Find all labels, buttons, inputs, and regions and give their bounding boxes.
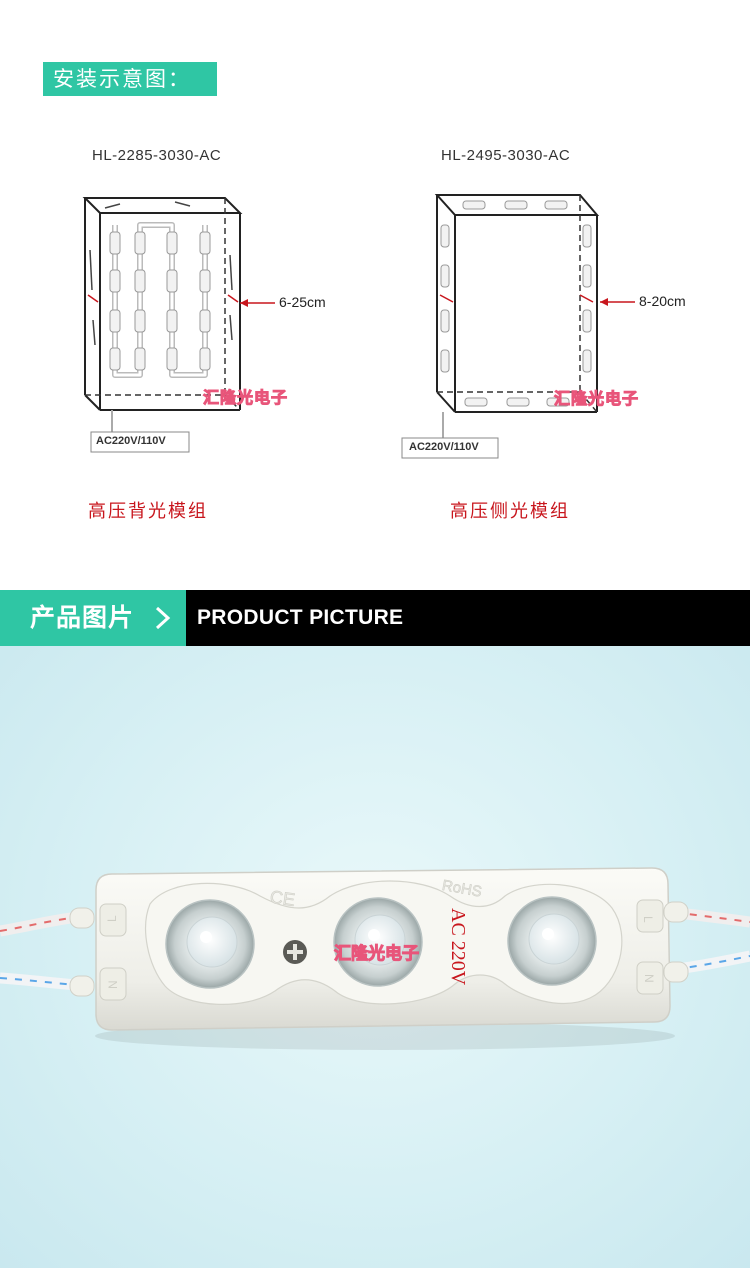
watermark-sidelight: 汇隆光电子 [553, 389, 640, 409]
product-picture-banner: 产品图片 PRODUCT PICTURE [0, 590, 750, 646]
model-label-backlight: HL-2285-3030-AC [92, 147, 222, 164]
sidelight-box-diagram [401, 194, 635, 459]
installation-title: 安装示意图： [43, 62, 217, 96]
tab-mark-right-bottom: N [642, 974, 656, 983]
power-label-sidelight: AC220V/110V [409, 441, 479, 453]
led-lens-2 [333, 897, 423, 987]
led-module-illustration: CE RoHS AC 220V 汇隆光电子 L N L N [0, 867, 750, 1050]
voltage-mark: AC 220V [447, 908, 469, 986]
power-label-backlight: AC220V/110V [96, 435, 166, 447]
backlight-box-diagram [82, 197, 275, 453]
model-label-sidelight: HL-2495-3030-AC [441, 147, 571, 164]
product-watermark: 汇隆光电子 [334, 943, 419, 964]
tab-mark-left-top: L [105, 915, 119, 922]
depth-label-backlight: 6-25cm [279, 294, 326, 310]
depth-label-sidelight: 8-20cm [639, 293, 686, 309]
caption-sidelight-module: 高压侧光模组 [450, 501, 570, 522]
tab-mark-right-top: L [641, 916, 655, 923]
banner-title-en: PRODUCT PICTURE [197, 606, 404, 629]
led-lens-3 [507, 896, 597, 986]
tab-mark-left-bottom: N [106, 980, 120, 989]
watermark-backlight: 汇隆光电子 [202, 388, 289, 408]
ce-mark: CE [269, 887, 297, 910]
chevron-right-icon [155, 606, 171, 630]
led-lens-1 [165, 899, 255, 989]
banner-title-cn: 产品图片 [0, 590, 186, 646]
screw-hole-icon [283, 940, 307, 964]
product-photo: CE RoHS AC 220V 汇隆光电子 L N L N [0, 646, 750, 1268]
caption-backlight-module: 高压背光模组 [88, 501, 208, 522]
installation-section: 安装示意图： HL-2285-3030-AC HL-2495-3030-AC [0, 0, 750, 590]
